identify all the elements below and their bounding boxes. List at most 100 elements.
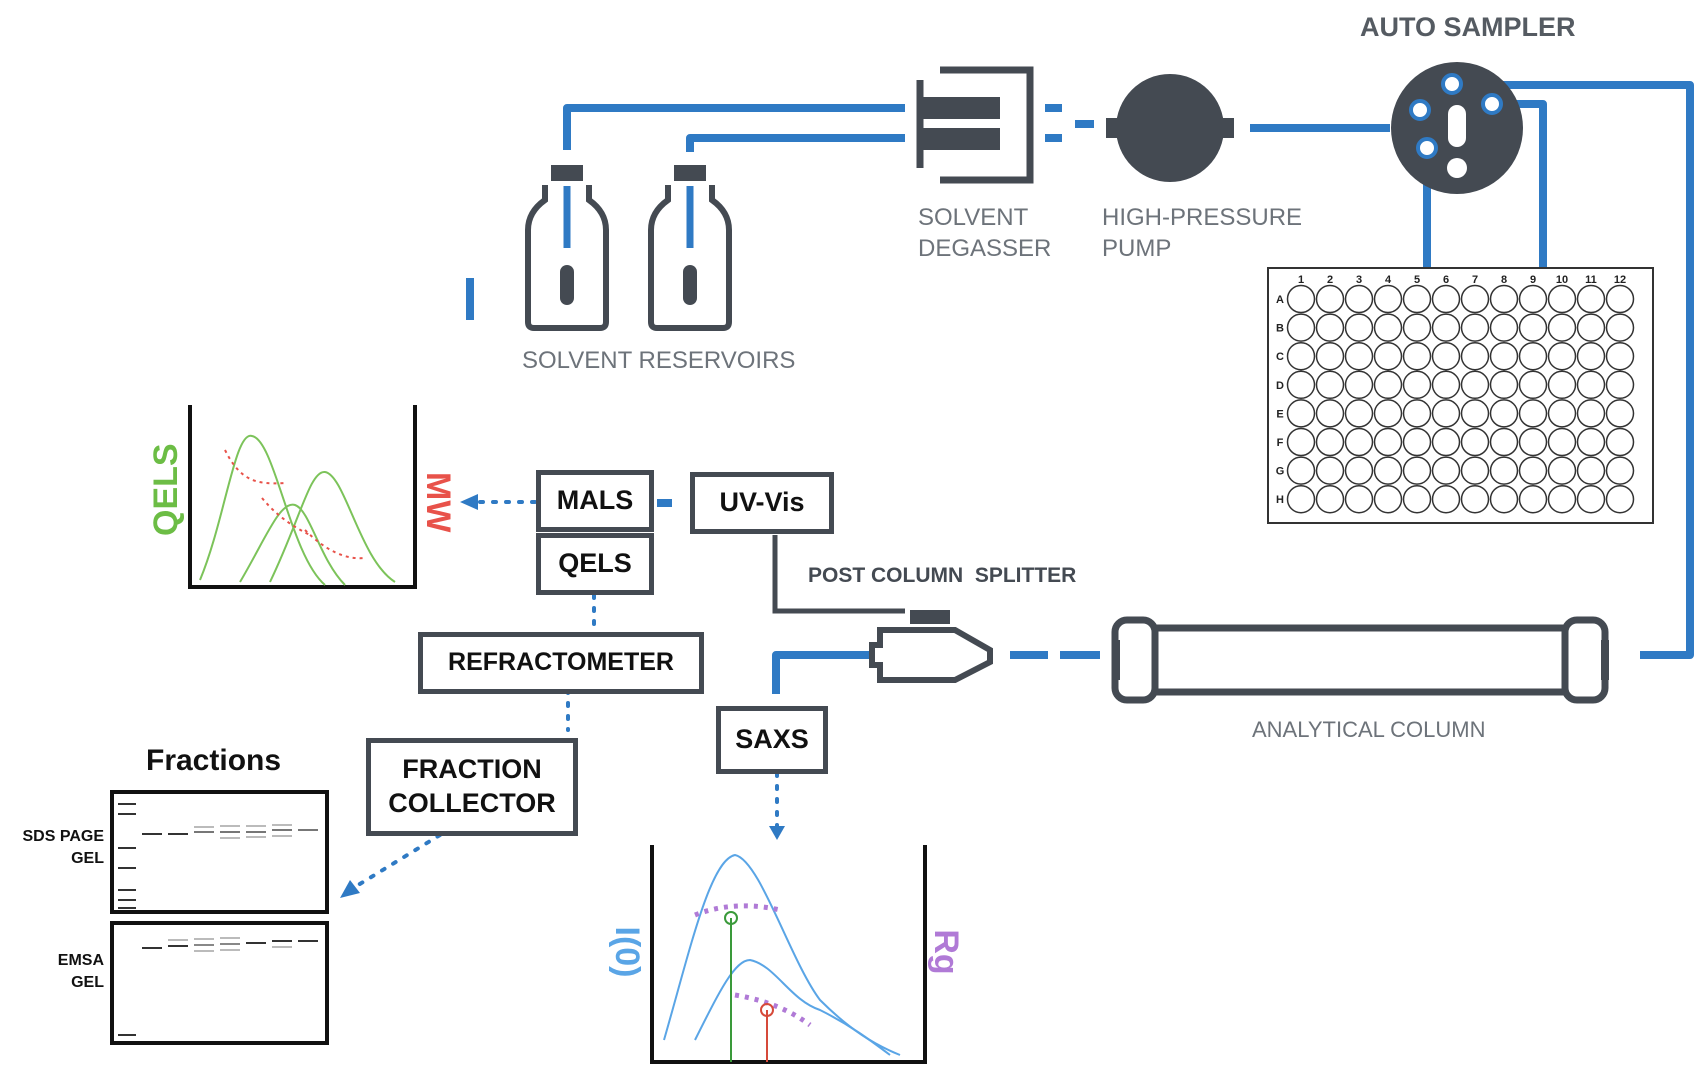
plate-well (1547, 313, 1577, 342)
solvent-degasser (916, 66, 1034, 184)
plate-well (1431, 427, 1461, 457)
plate-well (1460, 456, 1490, 485)
analytical-column-label: ANALYTICAL COLUMN (1252, 717, 1486, 742)
plate-well (1460, 341, 1490, 371)
plate-well (1576, 284, 1606, 314)
high-pressure-pump-label: HIGH-PRESSURE PUMP (1102, 204, 1303, 263)
plate-well (1315, 284, 1345, 314)
plate-well (1315, 313, 1345, 342)
plate-well (1431, 284, 1461, 314)
plate-well (1286, 399, 1316, 428)
plate-well (1344, 456, 1374, 485)
plate-well (1286, 284, 1316, 314)
plate-well (1315, 370, 1345, 400)
plate-well (1576, 456, 1606, 485)
plate-well (1547, 399, 1577, 428)
auto-sampler-valve (1391, 62, 1523, 194)
sds-page-gel-label: SDS PAGE GEL (22, 828, 105, 867)
auto-sampler-label: AUTO SAMPLER (1360, 12, 1576, 42)
plate-well (1576, 484, 1606, 514)
plate-well (1373, 456, 1403, 485)
plate-column-label: 11 (1585, 274, 1597, 286)
plate-well (1518, 370, 1548, 400)
plate-column-label: 2 (1327, 274, 1333, 286)
plate-well (1344, 399, 1374, 428)
plate-well (1489, 284, 1519, 314)
i0-axis-label: I(0) (608, 926, 646, 978)
solvent-reservoir-1 (525, 165, 609, 331)
plate-well (1286, 456, 1316, 485)
plate-well (1373, 341, 1403, 371)
plate-well (1547, 370, 1577, 400)
plate-well (1576, 341, 1606, 371)
plate-well (1518, 399, 1548, 428)
plate-well (1518, 341, 1548, 371)
plate-well (1460, 399, 1490, 428)
plate-well (1605, 284, 1635, 314)
plate-well (1286, 313, 1316, 342)
fractions-title: Fractions (146, 744, 282, 777)
plate-well (1431, 456, 1461, 485)
high-pressure-pump (1106, 74, 1234, 182)
fraction-collector-box: FRACTION COLLECTOR (366, 738, 578, 836)
plate-well (1547, 284, 1577, 314)
plate-well (1460, 313, 1490, 342)
plate-well (1518, 284, 1548, 314)
plate-well (1402, 399, 1432, 428)
post-column-splitter (772, 535, 993, 683)
plate-well (1605, 456, 1635, 485)
plate-well (1431, 370, 1461, 400)
plate-well (1286, 370, 1316, 400)
plate-well (1373, 427, 1403, 457)
plate-column-label: 7 (1472, 274, 1478, 286)
refractometer-box: REFRACTOMETER (418, 632, 704, 694)
plate-well (1373, 284, 1403, 314)
plate-well (1373, 370, 1403, 400)
plate-column-label: 12 (1614, 274, 1626, 286)
plate-well (1576, 313, 1606, 342)
plate-row-label: E (1276, 408, 1283, 420)
plate-well (1576, 427, 1606, 457)
plate-well (1431, 484, 1461, 514)
plate-well (1431, 313, 1461, 342)
plate-well (1402, 341, 1432, 371)
plate-well (1576, 370, 1606, 400)
plate-well (1315, 341, 1345, 371)
plate-well (1489, 399, 1519, 428)
plate-well (1547, 456, 1577, 485)
plate-column-label: 5 (1414, 274, 1420, 286)
plate-well (1315, 484, 1345, 514)
mals-box: MALS (536, 470, 654, 532)
plate-well (1373, 399, 1403, 428)
rg-axis-label: Rg (927, 929, 965, 975)
plate-well (1402, 456, 1432, 485)
dotted-flow (348, 500, 779, 892)
plate-well (1373, 484, 1403, 514)
solvent-reservoirs-label: SOLVENT RESERVOIRS (522, 347, 796, 374)
saxs-plot (650, 845, 927, 1064)
plate-well (1605, 427, 1635, 457)
plate-column-label: 8 (1501, 274, 1507, 286)
sds-page-gel (110, 790, 329, 914)
saxs-box: SAXS (716, 706, 828, 774)
plate-well (1547, 341, 1577, 371)
plate-row-label: F (1277, 437, 1284, 449)
plate-column-label: 10 (1556, 274, 1568, 286)
plate-column-label: 4 (1385, 274, 1392, 286)
arrowheads (340, 494, 785, 898)
plate-well (1518, 427, 1548, 457)
plate-well (1460, 284, 1490, 314)
plate-well (1286, 427, 1316, 457)
plate-well (1344, 484, 1374, 514)
plate-well (1315, 427, 1345, 457)
plate-well (1402, 284, 1432, 314)
mw-axis-label: MW (419, 472, 457, 533)
plate-well (1489, 427, 1519, 457)
plate-well (1460, 427, 1490, 457)
plate-well (1373, 313, 1403, 342)
plate-well (1402, 484, 1432, 514)
emsa-gel (110, 921, 329, 1045)
qels-box: QELS (536, 533, 654, 595)
plate-well (1605, 484, 1635, 514)
